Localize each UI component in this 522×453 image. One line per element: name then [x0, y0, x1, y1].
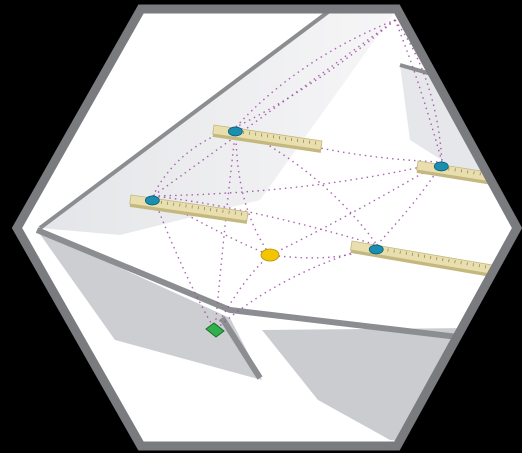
signal-path — [152, 126, 237, 197]
board-tick — [387, 248, 389, 252]
front-wall-top-edge — [35, 227, 501, 345]
board-tick — [454, 260, 456, 264]
board-tick — [399, 250, 401, 254]
board-tick — [442, 257, 444, 262]
board-tick — [436, 256, 438, 261]
sensor-dot-icon — [433, 161, 449, 172]
target-dot-icon — [260, 248, 280, 262]
signal-path — [152, 195, 378, 246]
sensor-dot-icon — [227, 126, 243, 137]
sensor-dot-icon — [368, 244, 384, 255]
signal-path — [152, 195, 216, 331]
board-tick — [466, 262, 468, 266]
signal-path — [269, 244, 378, 259]
board-tick — [393, 249, 395, 253]
anchor-top — [212, 124, 323, 153]
hexagon-frame — [11, 4, 522, 451]
board-tick — [405, 251, 407, 255]
board-tick — [417, 253, 420, 257]
signal-path — [235, 126, 271, 256]
board-tick — [448, 258, 450, 263]
back-wall-top-edge — [38, 9, 334, 230]
board-tick — [472, 263, 474, 267]
signal-path — [235, 126, 443, 163]
board-tick — [478, 264, 480, 268]
board-tick — [484, 265, 487, 269]
signal-path — [235, 19, 396, 128]
wall-node-icon — [205, 322, 225, 338]
signal-path — [394, 19, 443, 163]
sensor-dot-icon — [144, 195, 160, 206]
signal-path — [269, 161, 443, 256]
anchor-left — [129, 194, 249, 224]
front-wall-left — [37, 230, 262, 380]
board-tick — [430, 255, 432, 260]
board-tick — [460, 261, 462, 265]
board-tick — [411, 252, 413, 256]
signal-path — [214, 126, 237, 331]
doorway-edge — [219, 316, 263, 380]
board-tick — [423, 254, 426, 259]
